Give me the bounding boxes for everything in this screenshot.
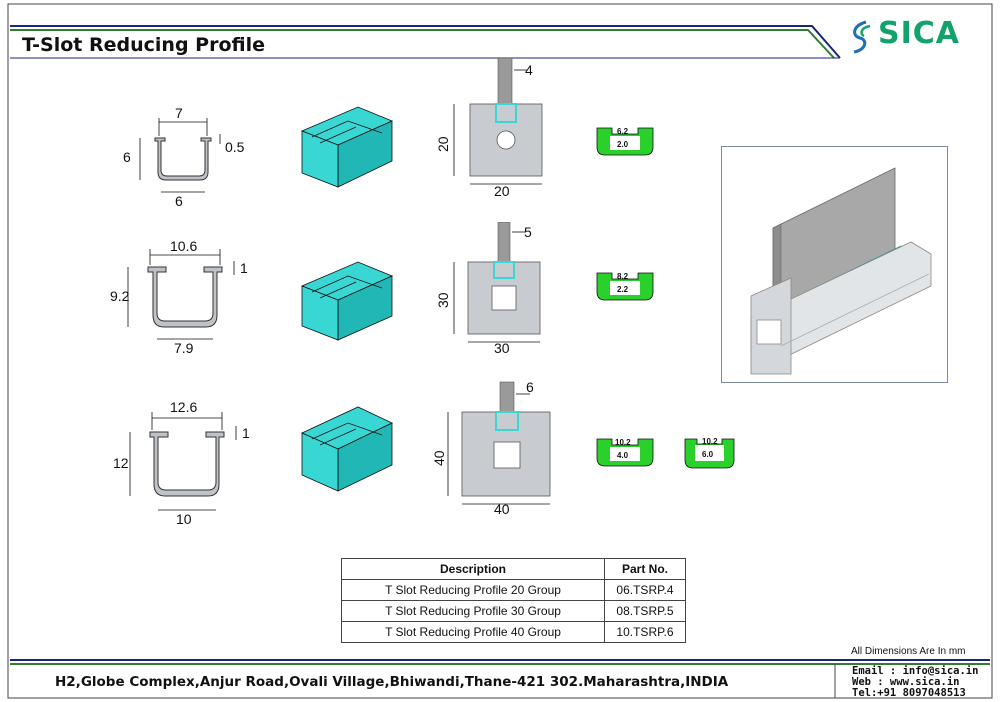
insert-30: 8.2 2.2: [596, 272, 654, 301]
footer-tel: Tel:+91 8097048513: [852, 687, 966, 699]
footer-contact: Email : info@sica.in Web : www.sica.in T…: [852, 666, 978, 699]
insert-bottom-dim: 6.0: [702, 450, 714, 459]
reducing-profile-3d-20: [300, 106, 394, 188]
insert-bottom-dim: 2.0: [617, 140, 629, 149]
extrusion-width-dim: 20: [494, 183, 510, 198]
brand-name: SICA: [878, 16, 961, 51]
footer-web: Web : www.sica.in: [852, 676, 960, 688]
insert-top-dim: 8.2: [617, 272, 629, 281]
table-cell-part-no: 10.TSRP.6: [604, 621, 686, 643]
dim-top: 7: [175, 105, 183, 121]
insert-top-dim: 6.2: [617, 127, 629, 136]
dim-top: 10.6: [170, 238, 197, 254]
footer-email: Email : info@sica.in: [852, 665, 979, 677]
insert-top-dim: 10.2: [702, 438, 718, 446]
extrusion-height-dim: 40: [431, 450, 447, 466]
footer-address: H2,Globe Complex,Anjur Road,Ovali Villag…: [55, 674, 729, 690]
insert-40-b: 10.2 6.0: [684, 438, 735, 469]
page-title: T-Slot Reducing Profile: [22, 34, 265, 56]
dim-bottom: 6: [175, 193, 183, 209]
dim-side: 9.2: [110, 288, 130, 304]
reducing-profile-drawing-20: 7 6 6 0.5: [123, 105, 245, 209]
table-cell-part-no: 06.TSRP.4: [604, 579, 686, 601]
reducing-profile-drawing-40: 12.6 12 10 1: [113, 399, 250, 527]
extrusion-height-dim: 20: [435, 136, 451, 152]
dim-bottom: 7.9: [174, 340, 194, 356]
extrusion-width-dim: 30: [494, 340, 510, 356]
reducing-profile-drawing-30: 10.6 9.2 7.9 1: [110, 238, 248, 356]
reducing-profile-3d-40: [301, 406, 393, 492]
dim-bottom: 10: [176, 511, 192, 527]
dim-lip: 1: [240, 260, 248, 276]
table-cell-description: T Slot Reducing Profile 20 Group: [341, 579, 605, 601]
dim-top: 12.6: [170, 399, 197, 415]
table-row: T Slot Reducing Profile 30 Group 08.TSRP…: [341, 600, 686, 622]
extrusion-height-dim: 30: [435, 292, 451, 308]
insert-40-a: 10.2 4.0: [596, 438, 654, 467]
table-cell-part-no: 08.TSRP.5: [604, 600, 686, 622]
assembly-illustration: [721, 146, 948, 383]
parts-table: Description Part No. T Slot Reducing Pro…: [341, 558, 686, 643]
slot-width-dim: 4: [525, 62, 533, 78]
extrusion-20-drawing: 4 20 20: [435, 58, 543, 198]
table-row: T Slot Reducing Profile 20 Group 06.TSRP…: [341, 579, 686, 601]
dim-lip: 0.5: [225, 139, 245, 155]
insert-top-dim: 10.2: [615, 438, 631, 447]
table-row: T Slot Reducing Profile 40 Group 10.TSRP…: [341, 621, 686, 643]
extrusion-30-drawing: 5 30 30: [435, 222, 541, 356]
reducing-profile-3d-30: [300, 261, 394, 341]
dim-side: 12: [113, 455, 129, 471]
slot-width-dim: 6: [526, 379, 534, 395]
slot-width-dim: 5: [524, 224, 532, 240]
extrusion-40-drawing: 6 40 40: [431, 379, 551, 516]
dim-lip: 1: [242, 425, 250, 441]
table-header-part-no: Part No.: [604, 558, 686, 580]
insert-bottom-dim: 4.0: [617, 451, 629, 460]
dimensions-note: All Dimensions Are In mm: [851, 646, 966, 657]
table-header-row: Description Part No.: [341, 558, 686, 580]
insert-20: 6.2 2.0: [596, 127, 654, 156]
table-header-description: Description: [341, 558, 605, 580]
dim-side: 6: [123, 149, 131, 165]
table-cell-description: T Slot Reducing Profile 30 Group: [341, 600, 605, 622]
extrusion-width-dim: 40: [494, 501, 510, 516]
sica-logo-icon: [853, 20, 871, 54]
table-cell-description: T Slot Reducing Profile 40 Group: [341, 621, 605, 643]
insert-bottom-dim: 2.2: [617, 285, 629, 294]
